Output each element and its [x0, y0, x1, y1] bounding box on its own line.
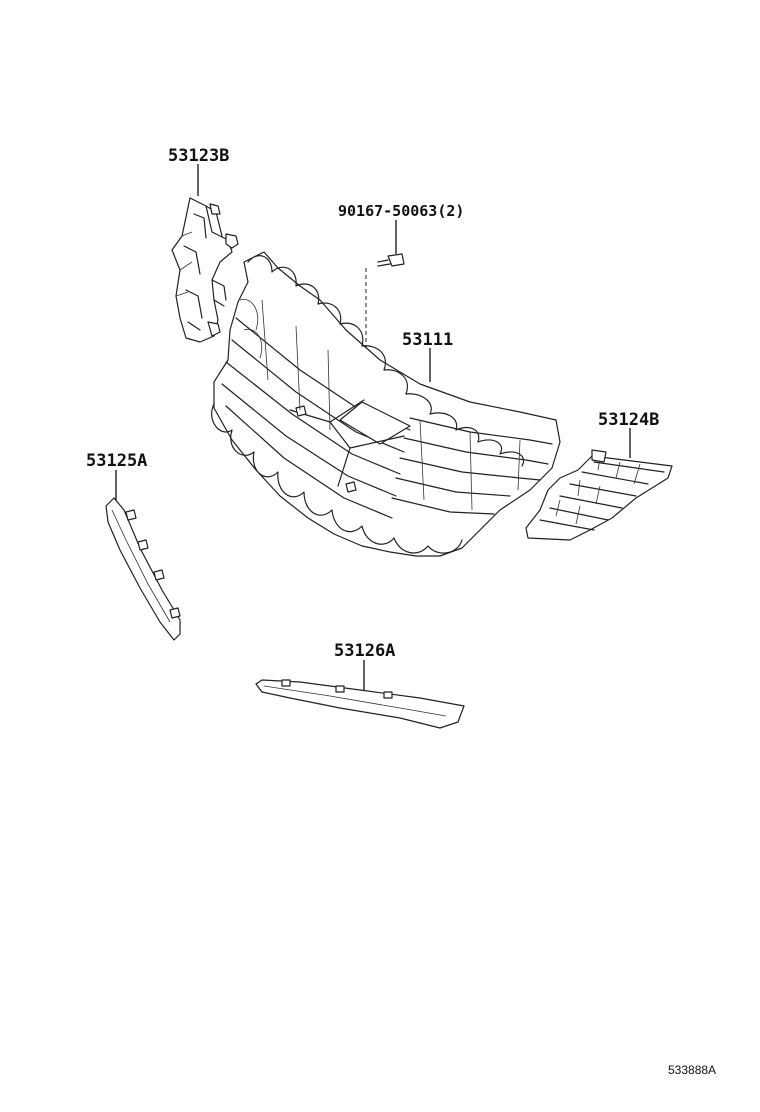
part-53123b-bracket[interactable]: [171, 197, 239, 343]
part-53124b-panel[interactable]: [525, 449, 673, 541]
label-53126a: 53126A: [334, 641, 395, 661]
label-53124b: 53124B: [598, 410, 659, 430]
diagram-reference-code: 533888A: [668, 1063, 716, 1077]
part-53111-grille[interactable]: [211, 251, 561, 557]
part-53126a-molding[interactable]: [255, 679, 465, 729]
label-53111: 53111: [402, 330, 453, 350]
label-53125a: 53125A: [86, 451, 147, 471]
label-53123b: 53123B: [168, 146, 229, 166]
part-53125a-molding[interactable]: [105, 497, 181, 641]
label-90167-bolt: 90167-50063(2): [338, 202, 464, 220]
